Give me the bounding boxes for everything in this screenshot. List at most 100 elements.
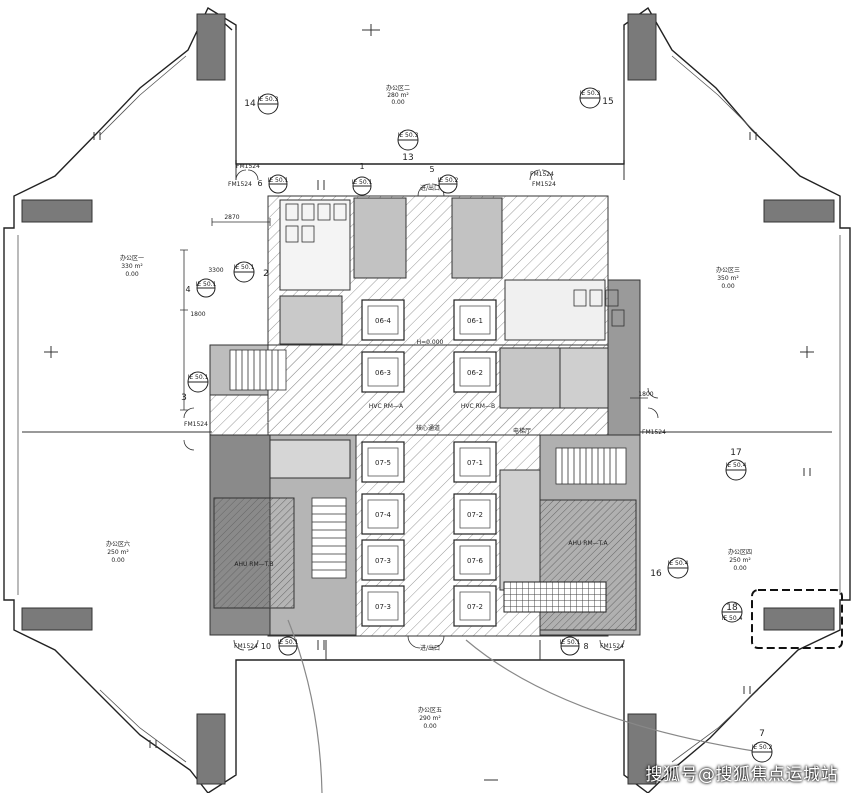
- svg-text:IE 50.1: IE 50.1: [278, 639, 299, 646]
- highlight-box: [751, 589, 843, 649]
- svg-text:IE 50.1: IE 50.1: [234, 264, 255, 271]
- elevator-label: 07-6: [467, 557, 483, 565]
- elevator-label: 07-3: [375, 557, 391, 565]
- hvc-b-label: HVC RM—B: [461, 403, 495, 410]
- hvc-a-label: HVC RM—A: [369, 403, 404, 410]
- ahu-b-room: [213, 497, 295, 609]
- svg-text:IE 50.1: IE 50.1: [188, 374, 209, 381]
- door-tag: FM1524: [642, 429, 666, 436]
- office-6-level: 0.00: [111, 557, 125, 564]
- watermark: 搜狐号@搜狐焦点运城站: [645, 765, 838, 785]
- ahu-b-label: AHU RM—T.B: [234, 561, 273, 568]
- section-markers: IE 50.314 IE 50.315 IE 50.313 IE 50.16 I…: [181, 87, 773, 763]
- ahu-a-label: AHU RM—T.A: [568, 540, 608, 547]
- dimension-label: 2870: [224, 214, 239, 221]
- office-6-area: 250 m²: [107, 549, 129, 556]
- office-5-name: 办公区五: [418, 706, 442, 714]
- office-5-level: 0.00: [423, 723, 437, 730]
- svg-text:5: 5: [429, 165, 434, 174]
- svg-text:IE 50.4: IE 50.4: [722, 615, 743, 622]
- office-1-name: 办公区一: [120, 254, 144, 262]
- office-2-name: 办公区二: [386, 84, 410, 92]
- svg-text:10: 10: [261, 642, 271, 651]
- svg-text:3: 3: [181, 393, 187, 403]
- office-3-level: 0.00: [721, 283, 735, 290]
- office-5-area: 290 m²: [419, 715, 441, 722]
- dimension-label: 1800: [190, 311, 205, 318]
- section-marker-1: IE 50.1 1: [352, 162, 373, 196]
- svg-text:17: 17: [730, 448, 741, 458]
- entry-top-label: 进/出口: [420, 184, 440, 192]
- elevator-label: 07-3: [375, 603, 391, 611]
- section-marker-5: IE 50.2 5: [429, 165, 459, 194]
- section-marker-15: IE 50.315: [579, 87, 614, 109]
- svg-text:16: 16: [650, 569, 662, 579]
- office-6-name: 办公区六: [106, 540, 130, 548]
- elevator-cabs: [367, 305, 491, 621]
- door-tag: FM1524: [530, 171, 554, 178]
- view-arcs: [287, 619, 761, 793]
- svg-text:IE 50.4: IE 50.4: [668, 560, 689, 567]
- svg-text:15: 15: [602, 97, 613, 107]
- outer-wall-inner-line: [17, 30, 841, 763]
- toilet-fixtures: [285, 203, 625, 327]
- svg-text:IE 50.2: IE 50.2: [752, 744, 773, 751]
- svg-text:IE 50.1: IE 50.1: [352, 179, 373, 186]
- office-4-name: 办公区四: [728, 548, 752, 556]
- door-tag: FM1524: [532, 181, 556, 188]
- svg-text:7: 7: [759, 729, 765, 739]
- core-corridor-label: 核心通道: [416, 424, 440, 432]
- svg-text:IE 50.1: IE 50.1: [268, 177, 289, 184]
- svg-text:IE 50.1: IE 50.1: [560, 639, 581, 646]
- elevator-shafts: [361, 299, 497, 627]
- section-marker-16: IE 50.4 16: [650, 557, 689, 579]
- dimension-label: 3300: [208, 267, 223, 274]
- door-tag: FM1524: [184, 421, 208, 428]
- office-partitions: [22, 164, 832, 660]
- door-tag: FM1524: [228, 181, 252, 188]
- section-marker-17: IE 50.4 17: [725, 448, 747, 481]
- corner-columns: [21, 13, 835, 785]
- svg-text:18: 18: [726, 603, 738, 613]
- elevator-label: 07-2: [467, 511, 483, 519]
- door-tag: FM1524: [600, 643, 624, 650]
- elevation-label: H=0.000: [417, 339, 444, 346]
- mechanical-grid: [503, 581, 607, 613]
- office-4-area: 250 m²: [729, 557, 751, 564]
- column-ticks: [44, 24, 814, 781]
- elevator-label: 07-4: [375, 511, 391, 519]
- office-1-level: 0.00: [125, 271, 139, 278]
- section-marker-6: IE 50.1 6: [257, 174, 289, 194]
- elevator-label: 07-2: [467, 603, 483, 611]
- elevator-label: 07-5: [375, 459, 391, 467]
- elevator-label: 06-3: [375, 369, 391, 377]
- elevator-label: 06-4: [375, 317, 391, 325]
- section-marker-7: IE 50.2 7: [751, 729, 773, 763]
- office-4-level: 0.00: [733, 565, 747, 572]
- section-marker-10: IE 50.1 10: [261, 636, 299, 656]
- office-3-name: 办公区三: [716, 266, 740, 274]
- svg-text:IE 50.2: IE 50.2: [438, 177, 459, 184]
- svg-text:14: 14: [244, 99, 256, 109]
- svg-text:6: 6: [257, 179, 262, 188]
- section-marker-2: IE 50.1 2: [233, 261, 269, 283]
- svg-text:IE 50.1: IE 50.1: [196, 281, 217, 288]
- svg-text:8: 8: [583, 642, 588, 651]
- svg-text:2: 2: [263, 269, 269, 279]
- elevator-labels: 06-4 06-1 06-3 06-2 07-5 07-1 07-4 07-2 …: [375, 317, 483, 611]
- section-marker-3: IE 50.1 3: [181, 371, 209, 403]
- svg-text:1: 1: [359, 162, 364, 171]
- dimension-label: 1800: [638, 391, 653, 398]
- svg-text:IE 50.3: IE 50.3: [398, 132, 419, 139]
- office-2-area: 280 m²: [387, 92, 409, 99]
- door-tag: FM1524: [236, 163, 260, 170]
- elevator-label: 07-1: [467, 459, 483, 467]
- entry-bottom-label: 进/出口: [420, 644, 440, 652]
- elevator-label: 06-2: [467, 369, 483, 377]
- elevator-hall-label: 电梯厅: [513, 427, 531, 435]
- office-labels: 办公区二 280 m² 0.00 办公区一 330 m² 0.00 办公区三 3…: [106, 84, 752, 730]
- office-3-area: 350 m²: [717, 275, 739, 282]
- svg-text:IE 50.4: IE 50.4: [726, 462, 747, 469]
